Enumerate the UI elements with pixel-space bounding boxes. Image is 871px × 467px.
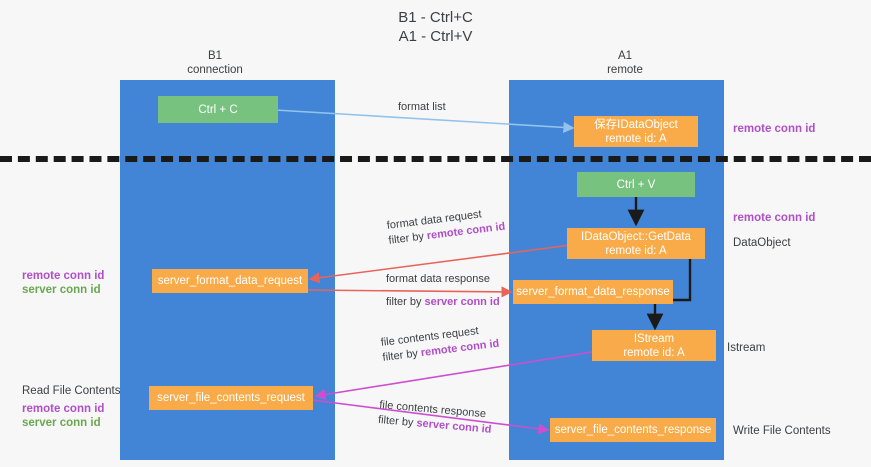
box-istream-line1: IStream <box>633 332 675 345</box>
box-server-format-data-response-label: server_format_data_response <box>516 286 670 298</box>
filter-key-server-conn-id: server conn id <box>424 296 500 308</box>
box-getdata-line2: remote id: A <box>605 244 667 257</box>
lane-header-b1: B1 connection <box>160 49 270 77</box>
edge-label-format-data-response-text: format data response <box>386 273 490 285</box>
lane-header-b1-name: B1 <box>207 50 223 62</box>
box-idataobject-getdata[interactable]: IDataObject::GetData remote id: A <box>567 228 705 259</box>
box-server-file-contents-request-label: server_file_contents_request <box>157 392 305 404</box>
box-server-file-contents-response-label: server_file_contents_response <box>554 424 712 436</box>
lane-header-b1-sub: connection <box>187 64 243 76</box>
edge-label-file-contents-response: file contents response filter by server … <box>377 398 493 438</box>
edge-label-format-data-response: format data response filter by server co… <box>386 272 500 310</box>
annotation-write-file-contents: Write File Contents <box>733 425 831 437</box>
annotation-istream: Istream <box>727 342 766 354</box>
annotation-remote-conn-id-top: remote conn id <box>733 123 816 135</box>
box-ctrl-v[interactable]: Ctrl + V <box>577 172 695 197</box>
box-ctrl-v-label: Ctrl + V <box>616 178 656 191</box>
box-istream-line2: remote id: A <box>623 346 685 359</box>
filter-prefix: filter by <box>387 230 428 247</box>
annotation-dataobject: DataObject <box>733 237 791 249</box>
box-save-idataobject-line1: 保存IDataObject <box>594 118 678 131</box>
box-istream[interactable]: IStream remote id: A <box>592 330 716 361</box>
annotation-left-remote-conn-id-2: remote conn id <box>22 403 105 415</box>
title-line-2: A1 - Ctrl+V <box>398 28 473 45</box>
box-ctrl-c[interactable]: Ctrl + C <box>158 96 278 123</box>
lane-header-a1: A1 remote <box>570 49 680 77</box>
edge-label-format-list-text: format list <box>398 101 446 113</box>
box-server-format-data-response[interactable]: server_format_data_response <box>513 280 673 304</box>
title-line-1: B1 - Ctrl+C <box>398 9 473 26</box>
phase-divider <box>0 156 871 162</box>
edge-label-format-data-request: format data request filter by remote con… <box>386 205 506 249</box>
annotation-read-file-contents: Read File Contents <box>22 385 121 397</box>
lane-header-a1-name: A1 <box>617 50 633 62</box>
annotation-left-server-conn-id-2: server conn id <box>22 417 101 429</box>
lane-header-a1-sub: remote <box>607 64 643 76</box>
filter-prefix: filter by <box>386 296 425 308</box>
annotation-left-server-conn-id: server conn id <box>22 284 101 296</box>
box-getdata-line1: IDataObject::GetData <box>581 230 691 243</box>
box-server-format-data-request[interactable]: server_format_data_request <box>152 269 308 293</box>
annotation-left-remote-conn-id: remote conn id <box>22 270 105 282</box>
box-ctrl-c-label: Ctrl + C <box>198 103 238 116</box>
box-server-file-contents-request[interactable]: server_file_contents_request <box>149 386 313 410</box>
edge-label-format-data-response-filter: filter by server conn id <box>386 295 500 310</box>
page-title: B1 - Ctrl+C A1 - Ctrl+V <box>0 8 871 46</box>
filter-prefix: filter by <box>381 347 422 364</box>
box-save-idataobject[interactable]: 保存IDataObject remote id: A <box>574 116 698 147</box>
filter-prefix: filter by <box>377 413 417 430</box>
box-server-file-contents-response[interactable]: server_file_contents_response <box>550 418 716 442</box>
annotation-remote-conn-id-mid: remote conn id <box>733 212 816 224</box>
edge-label-format-list: format list <box>398 100 446 115</box>
edge-label-file-contents-request: file contents request filter by remote c… <box>380 322 500 366</box>
box-save-idataobject-line2: remote id: A <box>605 132 667 145</box>
box-server-format-data-request-label: server_format_data_request <box>157 275 303 287</box>
